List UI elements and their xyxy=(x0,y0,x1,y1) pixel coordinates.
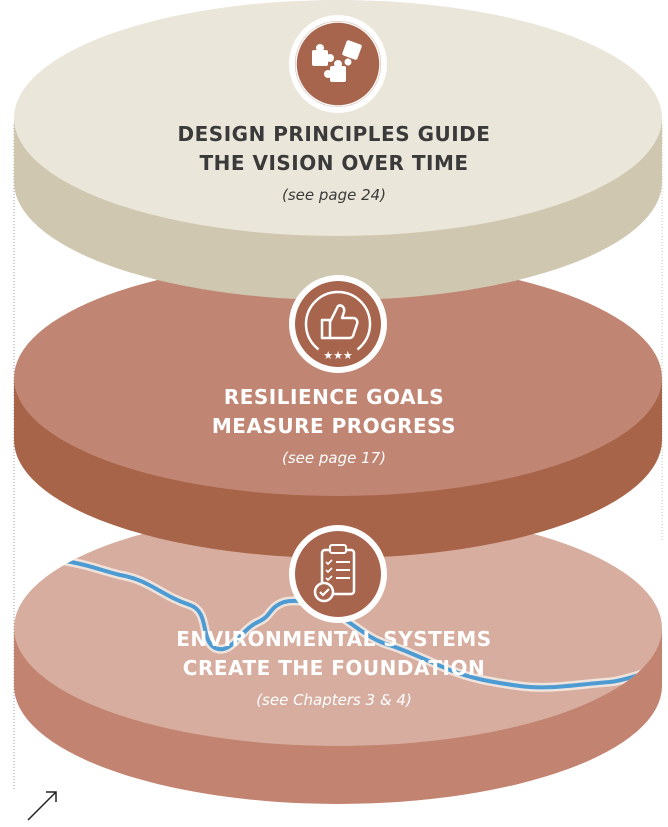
layer-title-line1: ENVIRONMENTAL SYSTEMS xyxy=(176,627,492,651)
middle-layer-top xyxy=(14,260,662,496)
layer-title-line2: MEASURE PROGRESS xyxy=(211,414,457,438)
layer-title-line1: RESILIENCE GOALS xyxy=(223,385,445,409)
resilience-goals-text-block: RESILIENCE GOALS MEASURE PROGRESS (see p… xyxy=(0,383,668,467)
design-principles-text-block: DESIGN PRINCIPLES GUIDE THE VISION OVER … xyxy=(0,120,668,204)
svg-text:★★★: ★★★ xyxy=(323,349,353,362)
layer-title-line2: CREATE THE FOUNDATION xyxy=(182,656,486,680)
top-layer-top xyxy=(14,0,662,236)
layer-title-line1: DESIGN PRINCIPLES GUIDE xyxy=(177,122,491,146)
layer-reference: (see page 24) xyxy=(281,186,387,204)
layer-design-principles xyxy=(14,0,662,300)
thumbs-up-stars-badge-icon: ★★★ xyxy=(289,275,387,373)
puzzle-pieces-icon xyxy=(289,15,387,113)
arrow-icon xyxy=(27,791,57,821)
environmental-systems-text-block: ENVIRONMENTAL SYSTEMS CREATE THE FOUNDAT… xyxy=(0,625,668,709)
checklist-clipboard-icon xyxy=(289,525,387,623)
layer-environmental-systems xyxy=(14,510,662,804)
layer-reference: (see page 17) xyxy=(281,449,387,467)
layer-reference: (see Chapters 3 & 4) xyxy=(256,691,412,709)
layer-title-line2: THE VISION OVER TIME xyxy=(199,151,469,175)
layer-resilience-goals xyxy=(14,260,662,558)
